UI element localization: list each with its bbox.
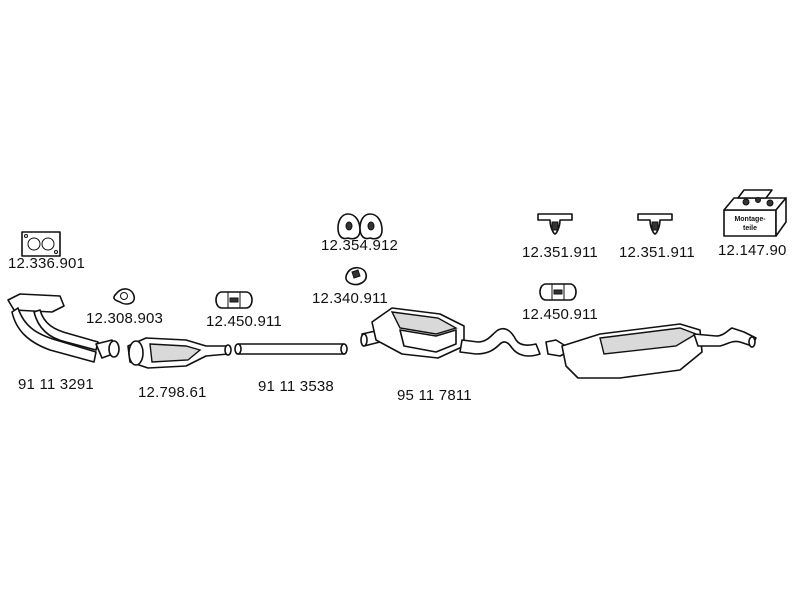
label-rubber-mounts: 12.354.912 — [321, 237, 399, 254]
label-catalyst: 12.798.61 — [138, 384, 207, 401]
front-pipe-part[interactable] — [7, 293, 120, 363]
label-middle-pipe: 91 11 3538 — [258, 378, 334, 395]
clamp-part-2[interactable] — [539, 283, 577, 301]
label-center-silencer: 95 11 7811 — [397, 387, 472, 404]
catalytic-converter-part[interactable] — [127, 337, 232, 369]
mounting-kit-text-line1: Montage- — [734, 216, 766, 223]
small-clamp-part[interactable] — [345, 266, 368, 286]
hanger-part-2[interactable] — [637, 213, 673, 235]
label-clamp-small: 12.340.911 — [312, 290, 388, 307]
rubber-mounts-part[interactable] — [337, 213, 383, 240]
label-hanger-2: 12.351.911 — [619, 244, 695, 261]
flange-gasket-part[interactable] — [21, 231, 61, 257]
clamp-part-1[interactable] — [215, 291, 253, 309]
label-hanger-1: 12.351.911 — [522, 244, 598, 261]
label-manifold-pipe: 91 11 3291 — [18, 376, 94, 393]
ring-gasket-part[interactable] — [113, 288, 136, 305]
label-ring-gasket: 12.308.903 — [86, 310, 164, 327]
label-clamp-2: 12.450.911 — [522, 306, 598, 323]
rear-silencer-part[interactable] — [545, 323, 757, 379]
label-clamp-1: 12.450.911 — [206, 313, 282, 330]
hanger-part-1[interactable] — [537, 213, 573, 235]
middle-pipe-part[interactable] — [234, 343, 348, 355]
mounting-kit-box-part[interactable]: Montage- teile — [723, 189, 787, 237]
label-mounting-kit: 12.147.90 — [718, 242, 787, 259]
label-gasket-front: 12.336.901 — [8, 255, 86, 272]
center-silencer-part[interactable] — [360, 307, 541, 359]
mounting-kit-text-line2: teile — [743, 225, 757, 232]
